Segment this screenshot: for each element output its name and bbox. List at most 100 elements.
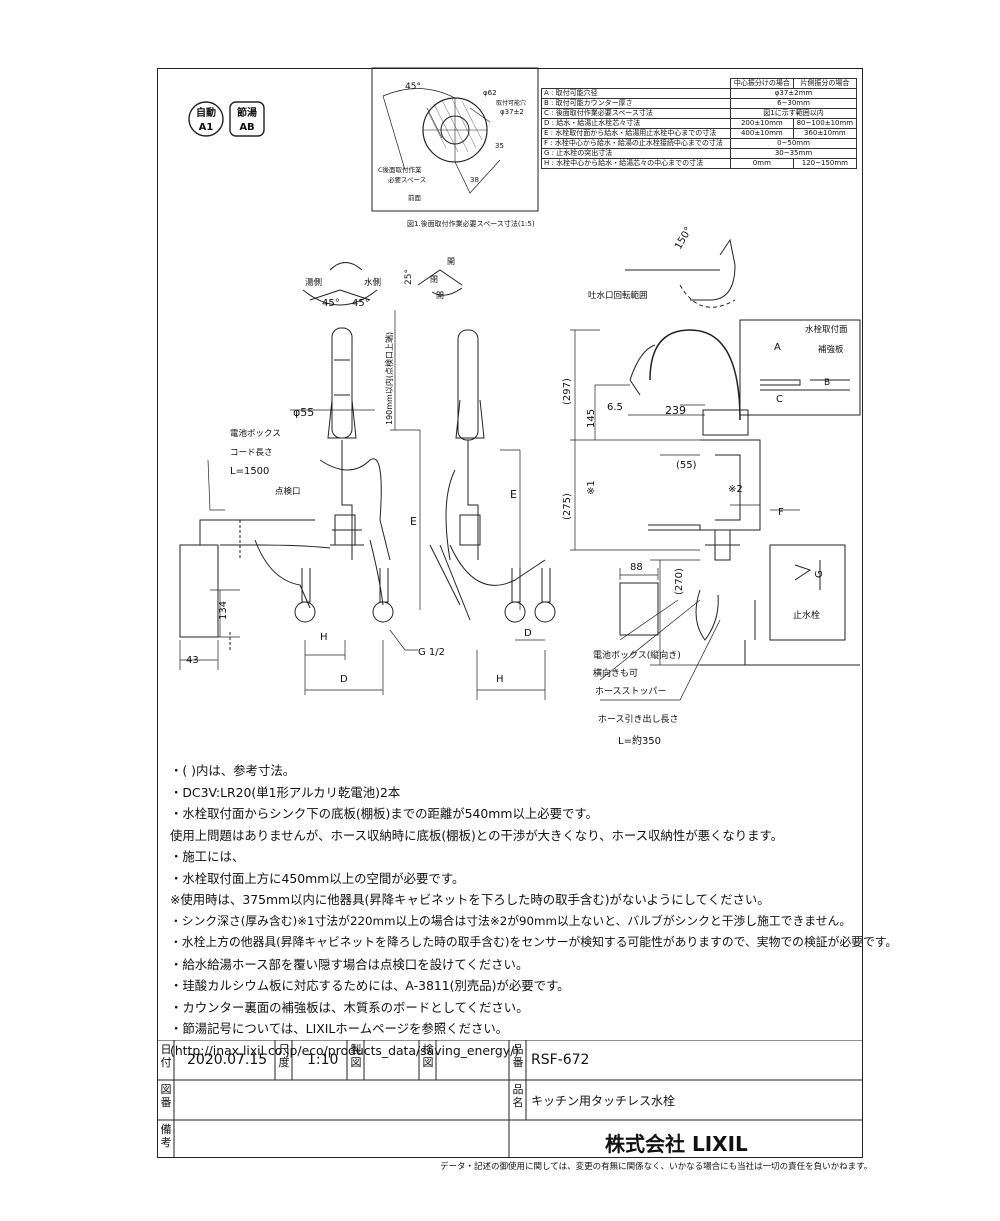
product-no-value: RSF-672 (531, 1052, 590, 1068)
spec-header-side: 片側振分の場合 (792, 78, 858, 89)
label-A: A (774, 342, 781, 353)
detail-space-label-2: 必要スペース (388, 175, 426, 184)
label-d270: (270) (674, 568, 685, 595)
label-angle-left: 45° (322, 298, 340, 309)
drawn-label: 製図 (350, 1043, 362, 1069)
note-url[interactable]: (http://inax.lixil.co.jp/eco/products_da… (170, 1042, 520, 1058)
faucet-body-side (457, 329, 479, 441)
label-spout-angle: 150° (673, 225, 695, 251)
spec-row-label: E : 水栓取付面から給水・給湯用止水栓中心までの寸法 (541, 128, 731, 139)
note-line: ・珪酸カルシウム板に対応するためには、A-3811(別売品)が必要です。 (170, 978, 570, 993)
label-side-open-2: 開 (436, 291, 444, 300)
spec-row-label: F : 水栓中心から給水・給湯の止水栓接続中心までの寸法 (541, 138, 731, 149)
label-side-D: D (524, 628, 532, 639)
note-line: ・節湯記号については、LIXILホームページを参照ください。 (170, 1021, 509, 1036)
label-d55: (55) (676, 460, 697, 471)
note-line: ・( )内は、参考寸法。 (170, 763, 296, 778)
label-cord-length: コード長さ (230, 448, 273, 458)
battery-box (179, 544, 219, 638)
label-d239: 239 (665, 404, 686, 417)
label-mount-face: 水栓取付面 (805, 324, 848, 335)
check-label: 検図 (422, 1043, 434, 1069)
title-block-grid (157, 1040, 863, 1158)
label-spout-range: 吐水口回転範囲 (588, 290, 648, 301)
note-line: ・DC3V:LR20(単1形アルカリ乾電池)2本 (170, 784, 401, 800)
product-name-value: キッチン用タッチレス水栓 (531, 1094, 676, 1108)
label-dim190: 190mm以内(点検口上端) (384, 332, 394, 425)
label-d275: (275) (562, 493, 573, 520)
stop-valve-frame (769, 544, 846, 641)
spec-row-label: H : 水栓中心から給水・給湯芯々の中心までの寸法 (541, 158, 731, 169)
note-line: ・水栓取付面からシンク下の底板(棚板)までの距離が540mm以上必要です。 (170, 806, 598, 821)
mount-detail-frame (739, 319, 861, 416)
spec-row-label: A : 取付可能穴径 (541, 88, 731, 99)
label-front-H: H (320, 632, 328, 643)
badge-saving-icon (229, 101, 265, 137)
label-front-D: D (340, 674, 348, 685)
label-d297: (297) (562, 378, 573, 405)
detail-frame (371, 67, 539, 212)
note-line: ・水栓上方の他器具(昇降キャビネットを降ろした時の取手含む)をセンサーが検知する… (170, 935, 898, 949)
note-line: ・カウンター裏面の補強板は、木質系のボードとしてください。 (170, 999, 529, 1015)
label-battery-box: 電池ボックス (230, 428, 281, 439)
svg-text:自動: 自動 (196, 106, 216, 119)
note-line: ・水栓取付面上方に450mm以上の空間が必要です。 (170, 870, 465, 886)
supply-valve-hot (294, 601, 316, 623)
label-d145: 145 (586, 409, 597, 428)
label-dim134: 134 (218, 601, 229, 620)
spec-row-label: C : 後面取付作業必要スペース寸法 (541, 108, 731, 119)
date-label: 日付 (160, 1043, 172, 1069)
spec-row-side: 360±10mm (792, 128, 858, 139)
spec-row-value: φ37±2mm (730, 88, 857, 99)
spec-row-label: G : 止水栓の突出寸法 (541, 148, 731, 159)
label-front-E: E (410, 515, 417, 528)
label-hose-length: ホース引き出し長さ (598, 713, 679, 725)
detail-angle: 45° (405, 82, 421, 92)
detail-dim-35: 35 (495, 142, 504, 150)
detail-dim-38: 38 (470, 176, 479, 184)
label-cold-side: 水側 (364, 277, 381, 288)
label-battery-horizontal: 横向きも可 (593, 667, 638, 679)
label-hose-stopper: ホースストッパー (595, 686, 667, 697)
label-B: B (824, 378, 830, 388)
detail-dia-outer: φ62 (483, 89, 497, 97)
note-line: ・施工には、 (170, 849, 245, 864)
note-line: 使用上問題はありませんが、ホース収納時に底板(棚板)との干渉が大きくなり、ホース… (170, 827, 784, 843)
label-side-angle: 25° (404, 269, 414, 285)
product-name-label: 品名 (512, 1083, 524, 1109)
label-stop-valve: 止水栓 (793, 609, 820, 621)
badge-auto-icon (188, 101, 224, 137)
label-star1: ※1 (586, 480, 597, 495)
spec-header-center: 中心振分けの場合 (730, 78, 794, 89)
label-side-open-1: 開 (447, 257, 455, 266)
svg-text:AB: AB (239, 122, 254, 133)
note-line: ※使用時は、375mm以内に他器具(昇降キャビネットを下ろした時の取手含む)がな… (170, 892, 770, 907)
detail-caption: 図1.後面取付作業必要スペース寸法(1:5) (407, 219, 535, 228)
detail-hole-label: 取付可能穴 (496, 99, 526, 107)
spec-row-center: 0mm (730, 158, 794, 169)
spec-row-center: 400±10mm (730, 128, 794, 139)
note-line: ・シンク深さ(厚み含む)※1寸法が220mm以上の場合は寸法※2が90mm以上な… (170, 913, 852, 928)
label-reinforce-plate: 補強板 (818, 344, 844, 355)
svg-text:A1: A1 (199, 122, 214, 133)
scale-value: 1:10 (307, 1052, 339, 1068)
figure-no-label: 図番 (160, 1083, 172, 1109)
battery-box-vertical (619, 582, 659, 636)
eco-badges: 自動 A1 節湯 AB (188, 101, 265, 137)
spec-row-value: 0~50mm (730, 138, 857, 149)
detail-front-label: 前面 (408, 193, 422, 202)
notes-block: ・( )内は、参考寸法。 ・DC3V:LR20(単1形アルカリ乾電池)2本 ・水… (170, 760, 898, 1061)
label-hose-value: L=約350 (618, 734, 661, 747)
label-F: F (778, 507, 784, 518)
label-G: G (814, 570, 825, 578)
label-angle-right: 45° (352, 298, 370, 309)
footer-disclaimer: データ・記述の御使用に関しては、変更の有無に関係なく、いかなる場合にも当社は一切… (440, 1162, 873, 1172)
detail-hole-dia: φ37±2 (500, 108, 524, 116)
title-block: 日付 2020.07.15 尺度 1:10 製図 検図 品番 RSF-672 図… (157, 1040, 863, 1158)
spec-row-value: 6~30mm (730, 98, 857, 109)
label-side-H: H (496, 674, 504, 685)
label-C: C (776, 394, 783, 405)
label-d88: 88 (630, 562, 643, 573)
